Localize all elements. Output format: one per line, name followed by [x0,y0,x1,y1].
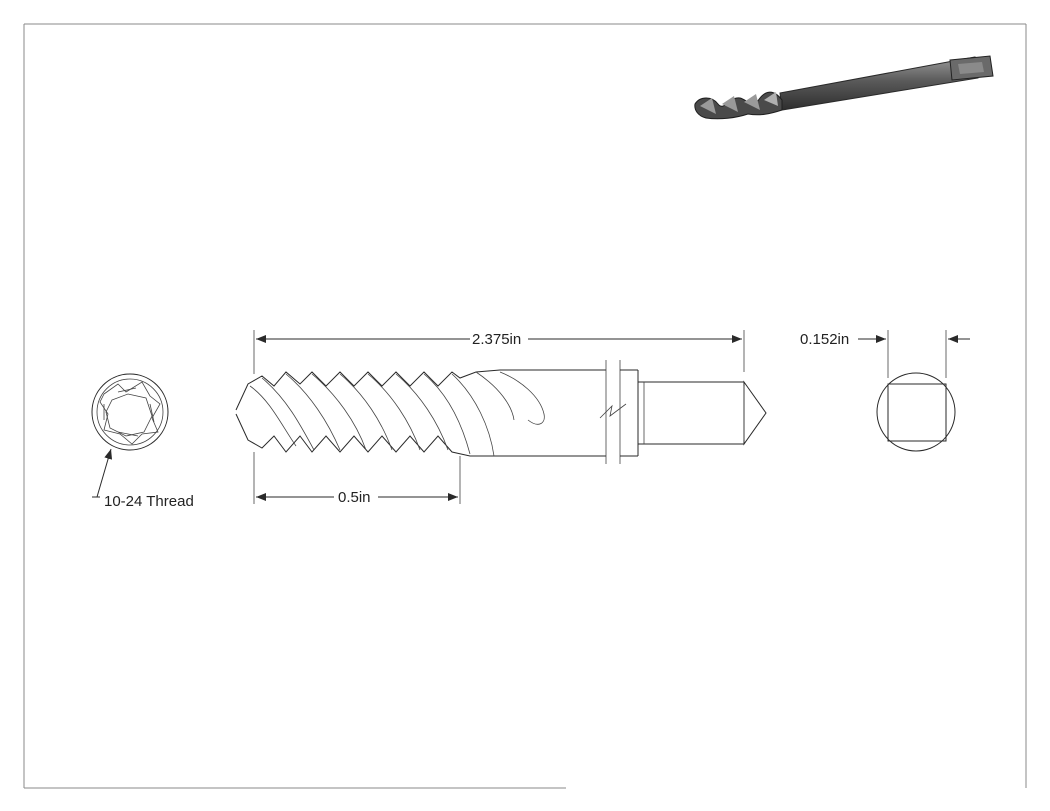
side-view-tap [235,360,767,464]
end-view-square [876,330,956,452]
overall-length-label: 2.375in [472,331,521,348]
end-view-thread [91,373,169,451]
sheet-border [23,23,1027,789]
thread-callout: 10-24 Thread [92,448,194,510]
dimension-thread-length: 0.5in [253,452,461,506]
dimension-square-width: 0.152in [800,331,970,348]
isometric-render [694,55,994,120]
thread-callout-label: 10-24 Thread [104,493,194,510]
dimension-overall-length: 2.375in [253,330,745,374]
thread-length-label: 0.5in [338,489,371,506]
render-flutes [694,91,783,120]
square-width-label: 0.152in [800,331,849,348]
